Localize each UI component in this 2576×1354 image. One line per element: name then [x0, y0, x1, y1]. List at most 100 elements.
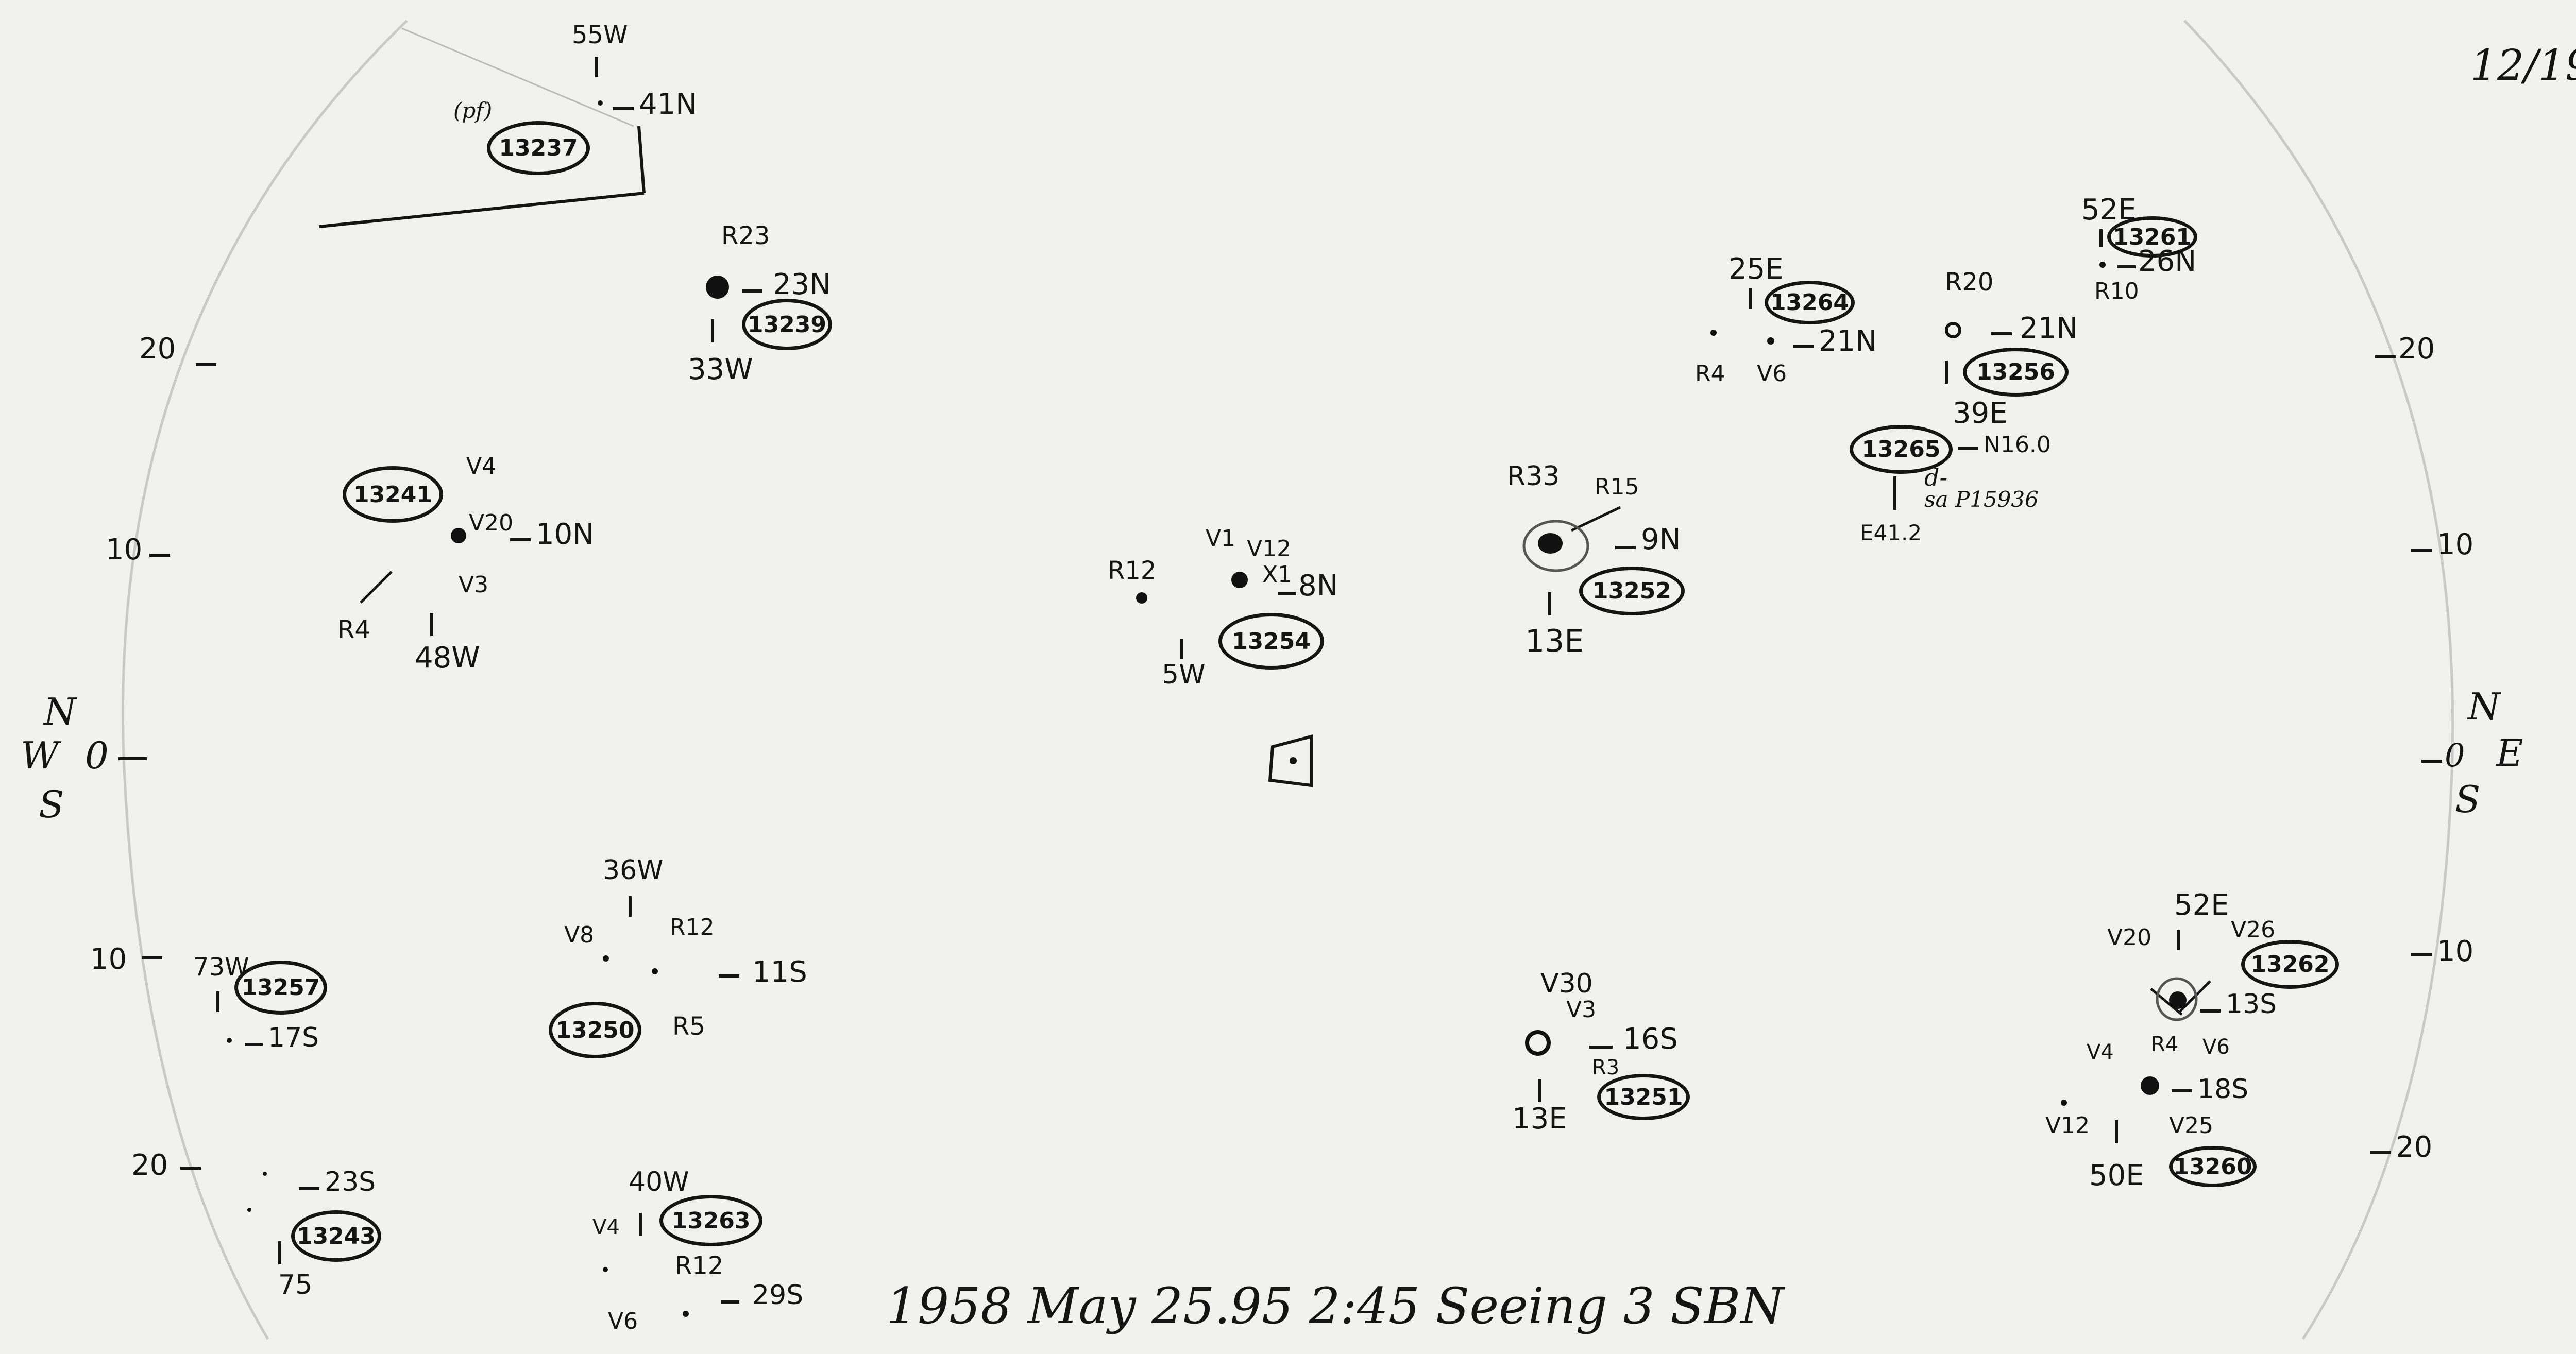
region-13250-lat-tick — [719, 974, 739, 978]
region-13254-number: 13254 — [1218, 613, 1324, 670]
region-13252-lon-tick — [1548, 592, 1551, 615]
region-13241-lon-tick — [430, 613, 433, 636]
region-13257-lat-tick — [245, 1043, 263, 1046]
region-13260-rv2: V25 — [2169, 1112, 2214, 1139]
region-13250-rv1: V8 — [564, 922, 595, 948]
west-south-label: S — [39, 783, 64, 826]
region-13263-number: 13263 — [659, 1195, 762, 1246]
region-13256-lon-tick — [1945, 361, 1948, 384]
region-13260-number: 13260 — [2169, 1146, 2257, 1187]
region-13251-rv1: V30 — [1540, 968, 1593, 999]
region-13254-dot — [1136, 592, 1147, 604]
region-13252-lat: 9N — [1641, 523, 1681, 556]
region-13243-lon: 75 — [278, 1270, 313, 1300]
region-13250-dot-a — [603, 955, 609, 962]
region-13237-lon-tick — [595, 57, 598, 77]
west-tick-20-top — [196, 363, 216, 366]
region-13250-lon: 36W — [603, 855, 664, 886]
east-scale-20-top: 20 — [2398, 332, 2435, 366]
region-13261-number: 13261 — [2107, 216, 2197, 258]
region-13264-number: 13264 — [1765, 281, 1855, 324]
region-13243-dot-b — [247, 1208, 251, 1212]
west-zero-label: 0 — [85, 734, 109, 777]
region-13250-rv2: R12 — [670, 914, 715, 940]
region-13241-rv2: V20 — [469, 510, 514, 536]
region-13251-rv3: R3 — [1592, 1056, 1620, 1079]
region-13256-lat: 21N — [2020, 312, 2078, 345]
region-13264-rv2: V6 — [1757, 361, 1787, 387]
region-13265-lat: N16.0 — [1984, 432, 2051, 458]
region-13265-lon-tick — [1893, 476, 1896, 510]
region-13265-note1: d- — [1924, 464, 1947, 491]
region-13260-dot — [2061, 1100, 2067, 1106]
region-13243-dot-a — [263, 1172, 267, 1176]
region-13264-lon-tick — [1749, 288, 1752, 309]
region-13264-dot-a — [1710, 330, 1717, 336]
region-13263-rv1: V4 — [592, 1215, 620, 1239]
west-tick-20-bottom — [180, 1167, 201, 1170]
region-13251-spot — [1525, 1030, 1551, 1056]
region-13250-dot-b — [652, 968, 658, 974]
region-13239-spot — [706, 276, 729, 299]
region-13261-spot — [2099, 262, 2106, 268]
region-13265-number: 13265 — [1850, 425, 1953, 474]
region-13263-rv3: V6 — [608, 1308, 638, 1334]
region-13254-lon: 5W — [1162, 659, 1206, 690]
region-13265-lon: E41.2 — [1860, 520, 1922, 545]
east-scale-20-bottom: 20 — [2396, 1130, 2433, 1164]
region-13261-lon-tick — [2099, 229, 2103, 247]
region-13257-lat: 17S — [268, 1022, 319, 1053]
region-13251-rv2: V3 — [1566, 997, 1597, 1023]
east-scale-10-bottom: 10 — [2437, 935, 2474, 968]
region-13264-dot-b — [1767, 337, 1774, 345]
region-13263-lon: 40W — [629, 1167, 689, 1197]
region-13239-number: 13239 — [742, 299, 832, 350]
east-scale-10-top: 10 — [2437, 528, 2474, 561]
region-13237-note: (pf) — [453, 98, 493, 123]
east-south-label: S — [2455, 778, 2481, 821]
west-label: W — [21, 734, 59, 777]
region-13264-lat-tick — [1793, 345, 1814, 348]
region-13264-lat: 21N — [1819, 324, 1877, 358]
region-13254-rv2: V1 — [1206, 525, 1236, 552]
region-13262-lon-tick — [2177, 930, 2180, 950]
east-tick-10-bottom — [2411, 953, 2432, 956]
region-13260-lat-tick — [2172, 1089, 2192, 1092]
region-13260-rv1: V12 — [2045, 1112, 2090, 1139]
region-13241-spot — [451, 528, 466, 543]
region-13241-lat-tick — [510, 538, 531, 541]
region-13252-number: 13252 — [1579, 567, 1685, 615]
region-13252-lat-tick — [1615, 546, 1636, 549]
region-13263-dot-a — [603, 1267, 608, 1272]
east-zero-tick — [2421, 760, 2442, 763]
east-tick-10-top — [2411, 549, 2432, 552]
region-13260-lon: 50E — [2089, 1159, 2144, 1192]
west-scale-20-bottom: 20 — [131, 1149, 168, 1182]
region-13237-number: 13237 — [487, 121, 590, 175]
region-13257-number: 13257 — [234, 961, 327, 1015]
region-13239-rv: R23 — [721, 221, 770, 250]
region-13260-lat: 18S — [2197, 1074, 2249, 1105]
region-13243-lat-tick — [299, 1187, 319, 1190]
region-13262-rv5: V4 — [2087, 1040, 2114, 1064]
region-13264-rv1: R4 — [1695, 361, 1725, 387]
region-13256-rv: R20 — [1945, 268, 1994, 297]
region-13237-lat-tick — [613, 107, 634, 110]
region-13260-spot — [2141, 1076, 2159, 1095]
region-13252-rv1: R33 — [1507, 461, 1560, 492]
west-tick-10-top — [149, 554, 170, 557]
region-13250-lon-tick — [629, 896, 632, 917]
region-13263-lat: 29S — [752, 1280, 804, 1311]
region-13250-number: 13250 — [549, 1002, 641, 1058]
region-13263-rv2: R12 — [675, 1252, 724, 1280]
region-13254-rv4: X1 — [1262, 561, 1293, 588]
region-13251-number: 13251 — [1597, 1074, 1690, 1120]
east-north-label: N — [2468, 685, 2500, 728]
region-13257-spot — [227, 1038, 232, 1043]
region-13262-rv3: R4 — [2151, 1033, 2179, 1056]
region-13262-lat: 13S — [2226, 989, 2277, 1020]
footer-caption: 1958 May 25.95 2:45 Seeing 3 SBN — [886, 1277, 1784, 1335]
region-13241-rv1: V4 — [466, 453, 497, 479]
region-13262-spot — [2169, 991, 2187, 1009]
